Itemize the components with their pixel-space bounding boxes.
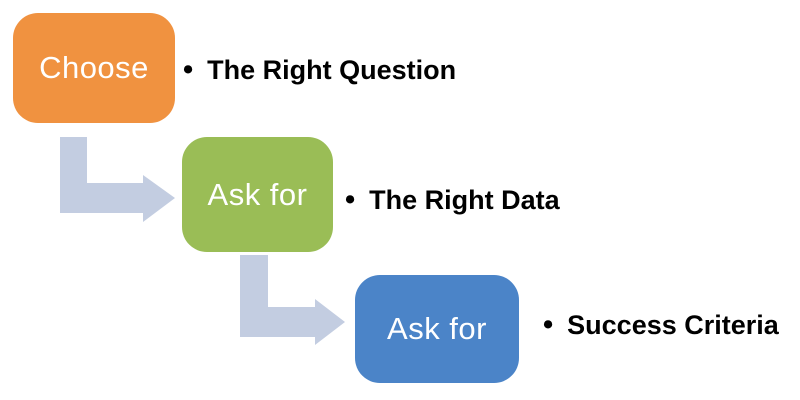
step-box-ask-for-criteria: Ask for [355,275,519,383]
step-box-label: Choose [39,50,149,85]
elbow-arrow-icon [240,255,345,345]
bullet-item-success-criteria: • Success Criteria [543,307,779,343]
bullet-text: The Right Question [207,54,457,85]
bullet-item-right-question: • The Right Question [183,52,456,88]
elbow-arrow-icon [60,137,175,222]
bullet-marker: • [345,184,356,216]
step-box-label: Ask for [207,176,308,212]
step-box-ask-for-data: Ask for [182,137,333,252]
step-box-choose: Choose [13,13,175,123]
bullet-marker: • [183,54,194,86]
bullet-item-right-data: • The Right Data [345,182,560,218]
step-box-label: Ask for [387,311,487,346]
bullet-text: The Right Data [369,184,560,215]
bullet-marker: • [543,309,554,341]
bullet-text: Success Criteria [567,309,779,340]
